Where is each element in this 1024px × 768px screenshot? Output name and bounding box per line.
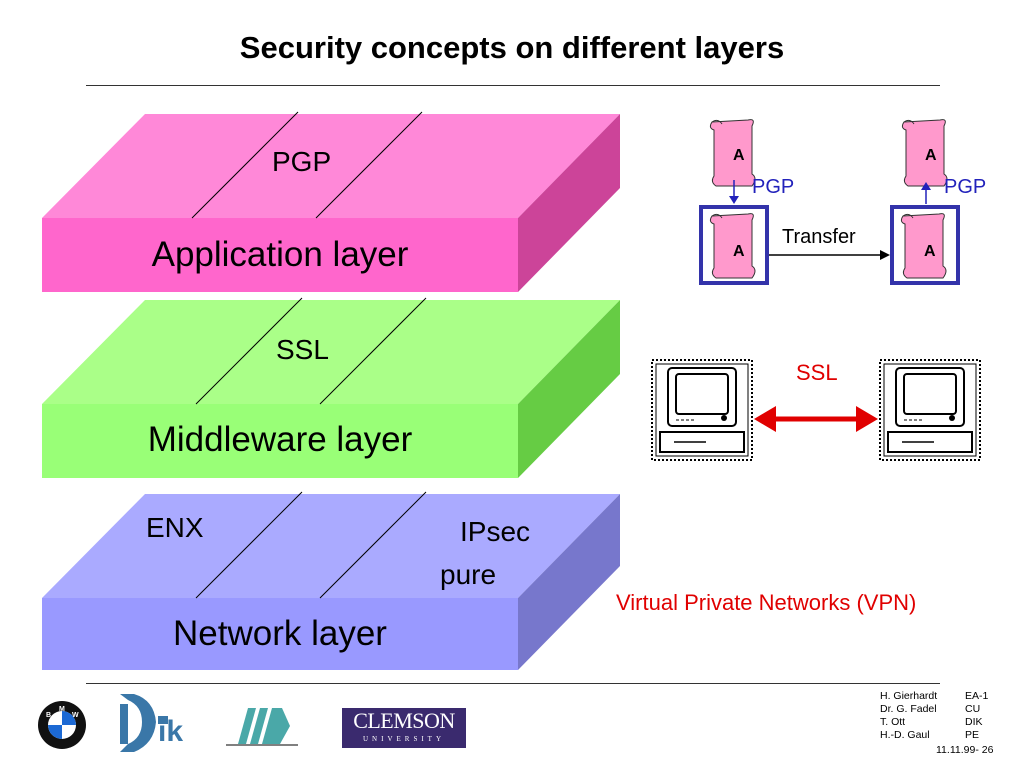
enx-protocol-label: ENX xyxy=(146,512,204,543)
application-layer-top xyxy=(42,114,620,218)
footer-authors: H. Gierhardt EA-1 Dr. G. Fadel CU T. Ott DI… xyxy=(880,690,988,742)
middleware-layer-divider xyxy=(319,297,427,405)
pgp-protocol-label: PGP xyxy=(272,146,332,177)
middleware-layer-divider xyxy=(195,297,303,405)
author-org: PE xyxy=(965,729,980,741)
middleware-layer-top xyxy=(42,300,620,404)
author-org: CU xyxy=(965,703,981,715)
application-layer-front xyxy=(42,218,518,292)
vpn-label: Virtual Private Networks (VPN) xyxy=(616,590,917,615)
middleware-layer-block xyxy=(42,297,620,478)
ssl-connection-label: SSL xyxy=(796,360,838,385)
clemson-name: CLEMSON xyxy=(353,708,455,733)
author-name: H.-D. Gaul xyxy=(880,729,930,741)
application-layer-divider xyxy=(315,111,423,219)
bmw-logo xyxy=(38,701,86,749)
doc-letter: A xyxy=(924,243,936,260)
author-name: T. Ott xyxy=(880,716,906,728)
encrypted-box xyxy=(890,205,960,285)
doc-letter: A xyxy=(733,243,745,260)
transfer-arrow-head xyxy=(880,250,890,260)
pgp-up-arrow-head xyxy=(921,182,931,190)
application-layer-side xyxy=(518,114,620,292)
network-layer-divider xyxy=(195,491,303,599)
computer-icon xyxy=(651,359,753,461)
scroll-icon xyxy=(709,119,756,187)
clemson-logo-text: CLEMSON UNIVERSITY xyxy=(342,708,466,748)
scroll-icon xyxy=(901,119,948,187)
network-layer-front xyxy=(42,598,518,670)
doc-letter: A xyxy=(733,147,745,164)
scroll-icon xyxy=(900,213,947,279)
scroll-icon xyxy=(709,213,756,279)
ipsec-protocol-label: IPsec xyxy=(460,516,531,547)
clemson-logo xyxy=(342,708,466,748)
author-org: DIK xyxy=(965,716,983,728)
ssl-arrow-head-right xyxy=(856,406,878,432)
institute-logo xyxy=(226,708,298,746)
ssl-diagram xyxy=(651,359,981,461)
ipsec-pure-label: pure xyxy=(440,559,497,590)
computer-icon xyxy=(879,359,981,461)
network-layer-label: Network layer xyxy=(173,614,387,653)
middleware-layer-front xyxy=(42,404,518,478)
pgp-decrypt-label: PGP xyxy=(944,176,987,198)
footer-rule xyxy=(86,683,940,684)
title-rule xyxy=(86,85,940,86)
ssl-protocol-label: SSL xyxy=(276,334,329,365)
transfer-label: Transfer xyxy=(782,226,856,248)
application-layer-label: Application layer xyxy=(151,235,409,274)
pgp-down-arrow-head xyxy=(729,196,739,204)
network-layer-divider xyxy=(319,491,427,599)
application-layer-divider xyxy=(191,111,299,219)
network-layer-side xyxy=(518,494,620,670)
clemson-sub: UNIVERSITY xyxy=(363,735,445,743)
network-layer-top xyxy=(42,494,620,598)
author-org: EA-1 xyxy=(965,690,989,702)
author-name: H. Gierhardt xyxy=(880,690,938,702)
dik-logo xyxy=(120,694,168,752)
slide-title: Security concepts on different layers xyxy=(239,30,785,65)
middleware-layer-side xyxy=(518,300,620,478)
footer-date-page: 11.11.99- 26 xyxy=(936,744,994,756)
pgp-encrypt-label: PGP xyxy=(752,176,795,198)
ssl-arrow-head-left xyxy=(754,406,776,432)
doc-letter: A xyxy=(925,147,937,164)
middleware-layer-label: Middleware layer xyxy=(147,420,413,459)
pgp-diagram xyxy=(699,119,960,285)
network-layer-block xyxy=(42,491,620,670)
dik-logo-text: ik xyxy=(158,715,184,748)
author-name: Dr. G. Fadel xyxy=(880,703,937,715)
application-layer-block xyxy=(42,111,620,292)
encrypted-box xyxy=(699,205,769,285)
